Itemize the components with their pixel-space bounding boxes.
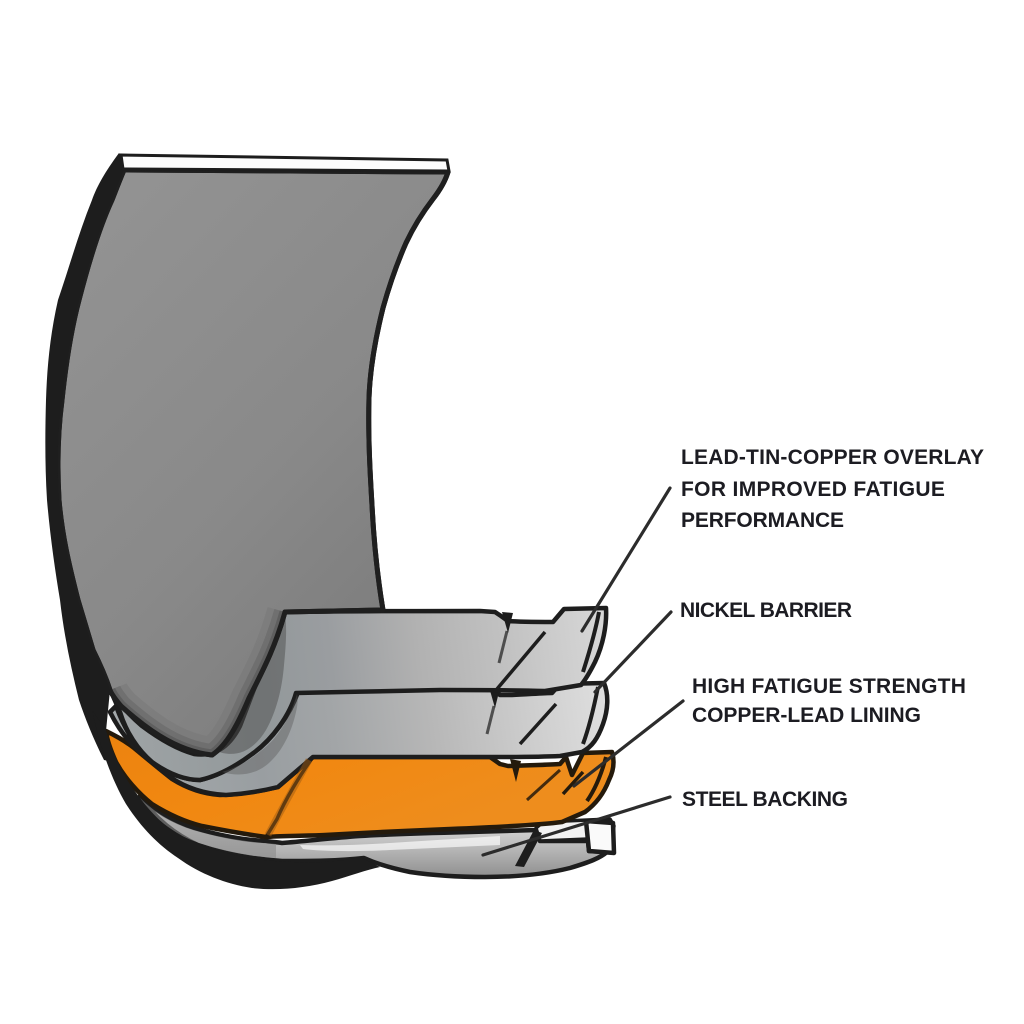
svg-text:NICKEL BARRIER: NICKEL BARRIER	[680, 599, 852, 622]
svg-text:FOR IMPROVED FATIGUE: FOR IMPROVED FATIGUE	[681, 478, 945, 501]
svg-text:PERFORMANCE: PERFORMANCE	[681, 509, 844, 532]
svg-text:HIGH FATIGUE STRENGTH: HIGH FATIGUE STRENGTH	[692, 675, 966, 698]
svg-text:LEAD-TIN-COPPER OVERLAY: LEAD-TIN-COPPER OVERLAY	[681, 446, 984, 469]
svg-text:STEEL BACKING: STEEL BACKING	[682, 788, 848, 811]
svg-text:COPPER-LEAD LINING: COPPER-LEAD LINING	[692, 704, 921, 727]
